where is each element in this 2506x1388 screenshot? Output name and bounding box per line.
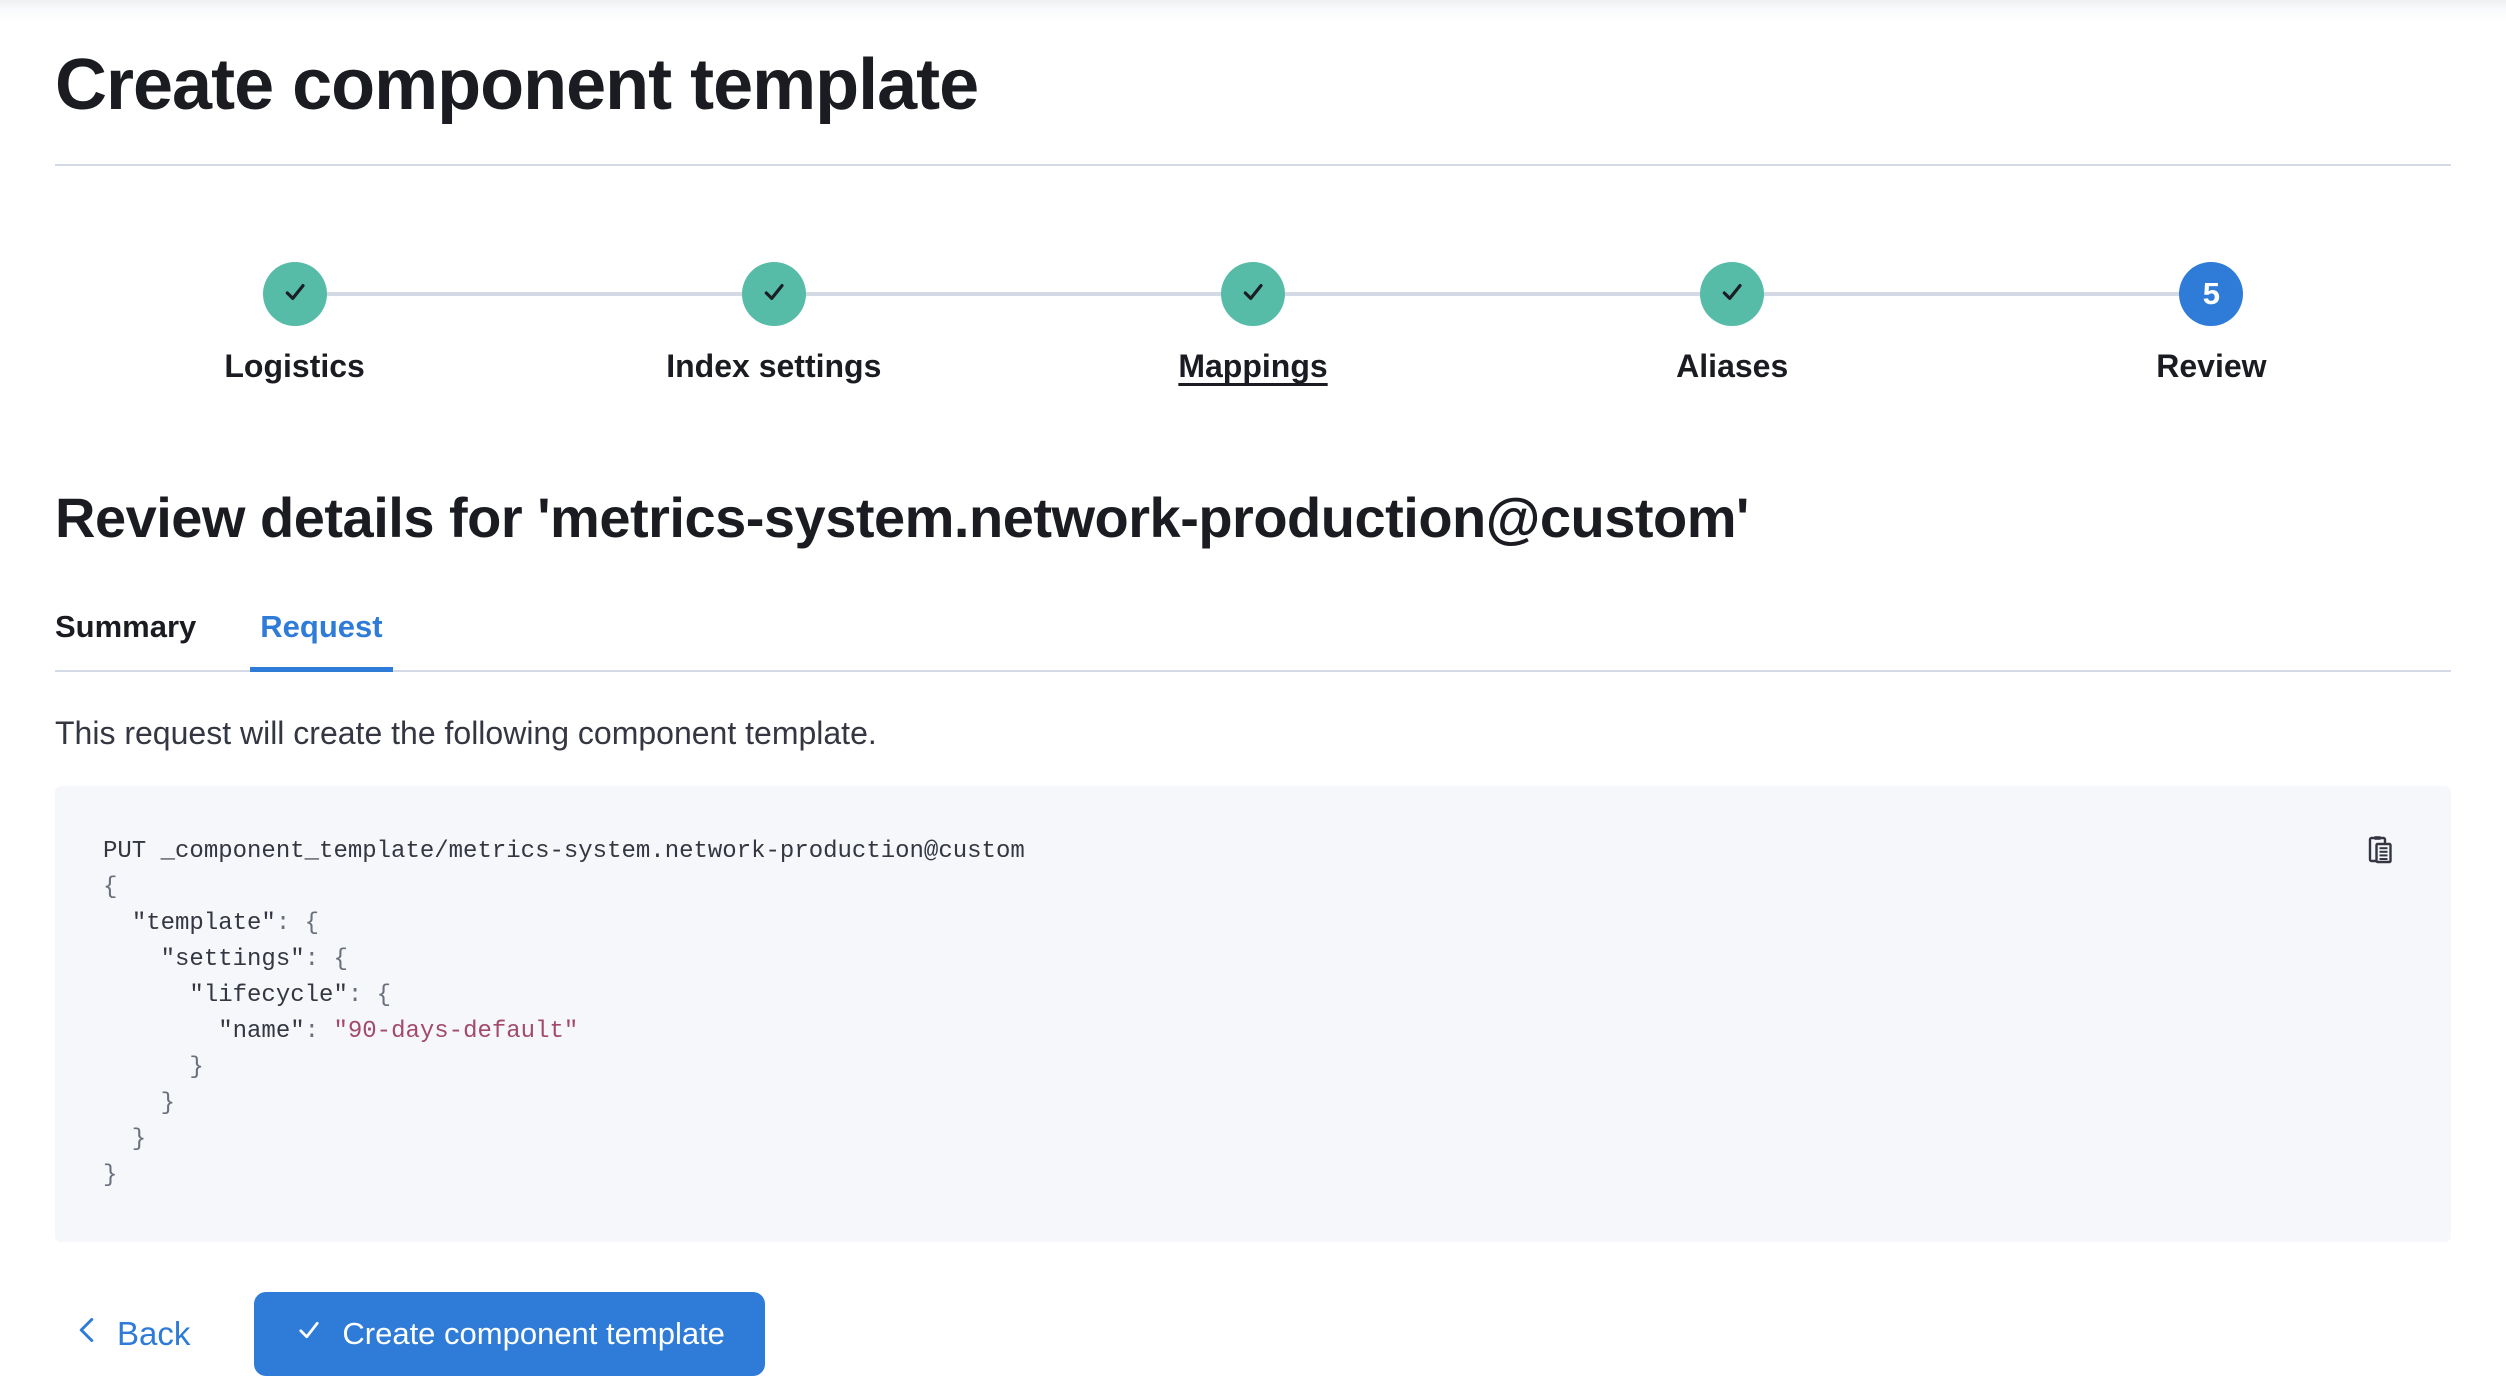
- step-review[interactable]: 5 Review: [1972, 262, 2451, 385]
- window-top-edge: [0, 0, 2506, 26]
- check-icon: [1716, 276, 1748, 313]
- step-logistics-circle[interactable]: [262, 262, 327, 327]
- code-line: {: [103, 874, 118, 902]
- check-icon: [279, 276, 311, 313]
- step-aliases-circle[interactable]: [1700, 262, 1765, 327]
- step-number: 5: [2202, 276, 2221, 312]
- code-line: PUT _component_template/metrics-system.n…: [103, 838, 1025, 866]
- stepper-steps: Logistics Index settings Mappings: [55, 262, 2451, 385]
- wizard-stepper: Logistics Index settings Mappings: [55, 262, 2451, 390]
- check-icon: [758, 276, 790, 313]
- tab-request[interactable]: Request: [250, 609, 393, 672]
- step-label[interactable]: Logistics: [224, 348, 365, 385]
- step-label[interactable]: Index settings: [666, 348, 882, 385]
- step-logistics[interactable]: Logistics: [55, 262, 534, 385]
- request-code-block: PUT _component_template/metrics-system.n…: [103, 834, 2403, 1194]
- code-line: }: [103, 1162, 118, 1190]
- code-line: }: [103, 1090, 176, 1118]
- step-label[interactable]: Mappings: [1178, 348, 1328, 385]
- code-line: "lifecycle": {: [189, 982, 392, 1010]
- request-code-panel: PUT _component_template/metrics-system.n…: [55, 786, 2451, 1243]
- check-icon: [294, 1315, 324, 1353]
- title-divider: [55, 164, 2451, 167]
- check-icon: [1237, 276, 1269, 313]
- wizard-footer: Back Create component template: [55, 1292, 2451, 1377]
- copy-clipboard-icon: [2363, 833, 2399, 872]
- step-review-circle[interactable]: 5: [2179, 262, 2244, 327]
- tab-summary[interactable]: Summary: [55, 608, 197, 644]
- create-component-template-button[interactable]: Create component template: [254, 1292, 765, 1377]
- page-title: Create component template: [55, 45, 979, 125]
- step-index-settings-circle[interactable]: [741, 262, 806, 327]
- back-button-label: Back: [117, 1315, 191, 1353]
- back-button[interactable]: Back: [73, 1315, 190, 1353]
- code-line: "name": "90-days-default": [218, 1018, 579, 1046]
- code-line: "settings": {: [160, 946, 348, 974]
- step-mappings-circle[interactable]: [1221, 262, 1285, 327]
- code-line: "template": {: [131, 910, 320, 938]
- create-button-label: Create component template: [342, 1316, 725, 1352]
- request-description: This request will create the following c…: [55, 714, 877, 751]
- copy-button[interactable]: [2359, 830, 2403, 874]
- step-label[interactable]: Aliases: [1676, 348, 1789, 385]
- step-mappings[interactable]: Mappings: [1013, 262, 1492, 385]
- review-tabs: Summary Request: [55, 609, 2451, 672]
- review-heading: Review details for 'metrics-system.netwo…: [55, 486, 1749, 550]
- step-label[interactable]: Review: [2156, 348, 2267, 385]
- code-line: }: [103, 1126, 147, 1154]
- step-index-settings[interactable]: Index settings: [534, 262, 1013, 385]
- code-line: }: [103, 1054, 204, 1082]
- chevron-left-icon: [73, 1315, 103, 1353]
- step-aliases[interactable]: Aliases: [1493, 262, 1972, 385]
